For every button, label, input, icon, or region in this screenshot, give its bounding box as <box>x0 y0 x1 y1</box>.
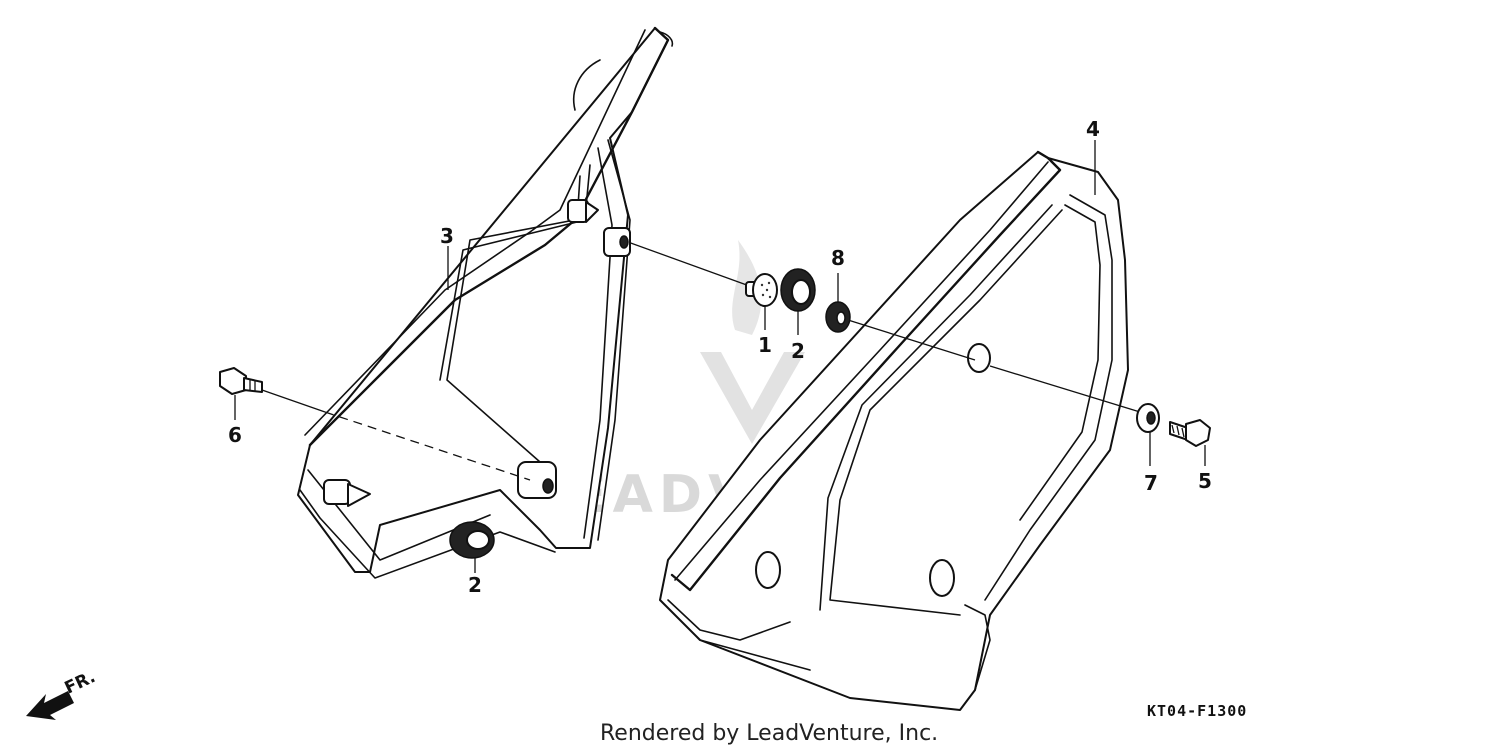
bolt-part-6 <box>219 367 263 395</box>
render-credit: Rendered by LeadVenture, Inc. <box>600 721 938 746</box>
watermark-logo-mark <box>700 352 805 444</box>
callout-5: 5 <box>1198 469 1212 493</box>
callout-1: 1 <box>758 333 772 357</box>
callout-4: 4 <box>1086 117 1100 141</box>
lower-mounting-peg <box>323 479 371 507</box>
front-label: FR. <box>62 667 99 698</box>
washer-part-8 <box>825 301 851 333</box>
left-side-cover <box>297 26 674 579</box>
callout-2-lower: 2 <box>468 573 482 597</box>
callout-3: 3 <box>440 224 454 248</box>
upper-collar <box>603 227 631 257</box>
callout-2-upper: 2 <box>791 339 805 363</box>
callout-6: 6 <box>228 423 242 447</box>
grommet-part-2-upper <box>780 268 816 312</box>
assembly-line-right-collar <box>989 365 1141 413</box>
grommet-part-2-lower <box>449 521 495 559</box>
upper-mounting-peg <box>567 199 599 223</box>
assembly-line-bolt-6 <box>324 411 531 481</box>
bolt-part-5 <box>1169 419 1211 447</box>
callout-8: 8 <box>831 246 845 270</box>
front-direction-indicator: FR. <box>26 667 99 720</box>
front-arrow-icon <box>26 691 74 720</box>
assembly-line-grommet-upper <box>627 241 756 289</box>
diagram-code: KT04-F1300 <box>1147 702 1247 720</box>
callout-7: 7 <box>1144 471 1158 495</box>
collar-part-7 <box>1136 403 1160 433</box>
assembly-line-right-upper <box>847 319 976 361</box>
grommet-boss <box>517 461 557 499</box>
cushion-part-1 <box>745 273 778 307</box>
right-side-cover <box>659 150 1129 711</box>
